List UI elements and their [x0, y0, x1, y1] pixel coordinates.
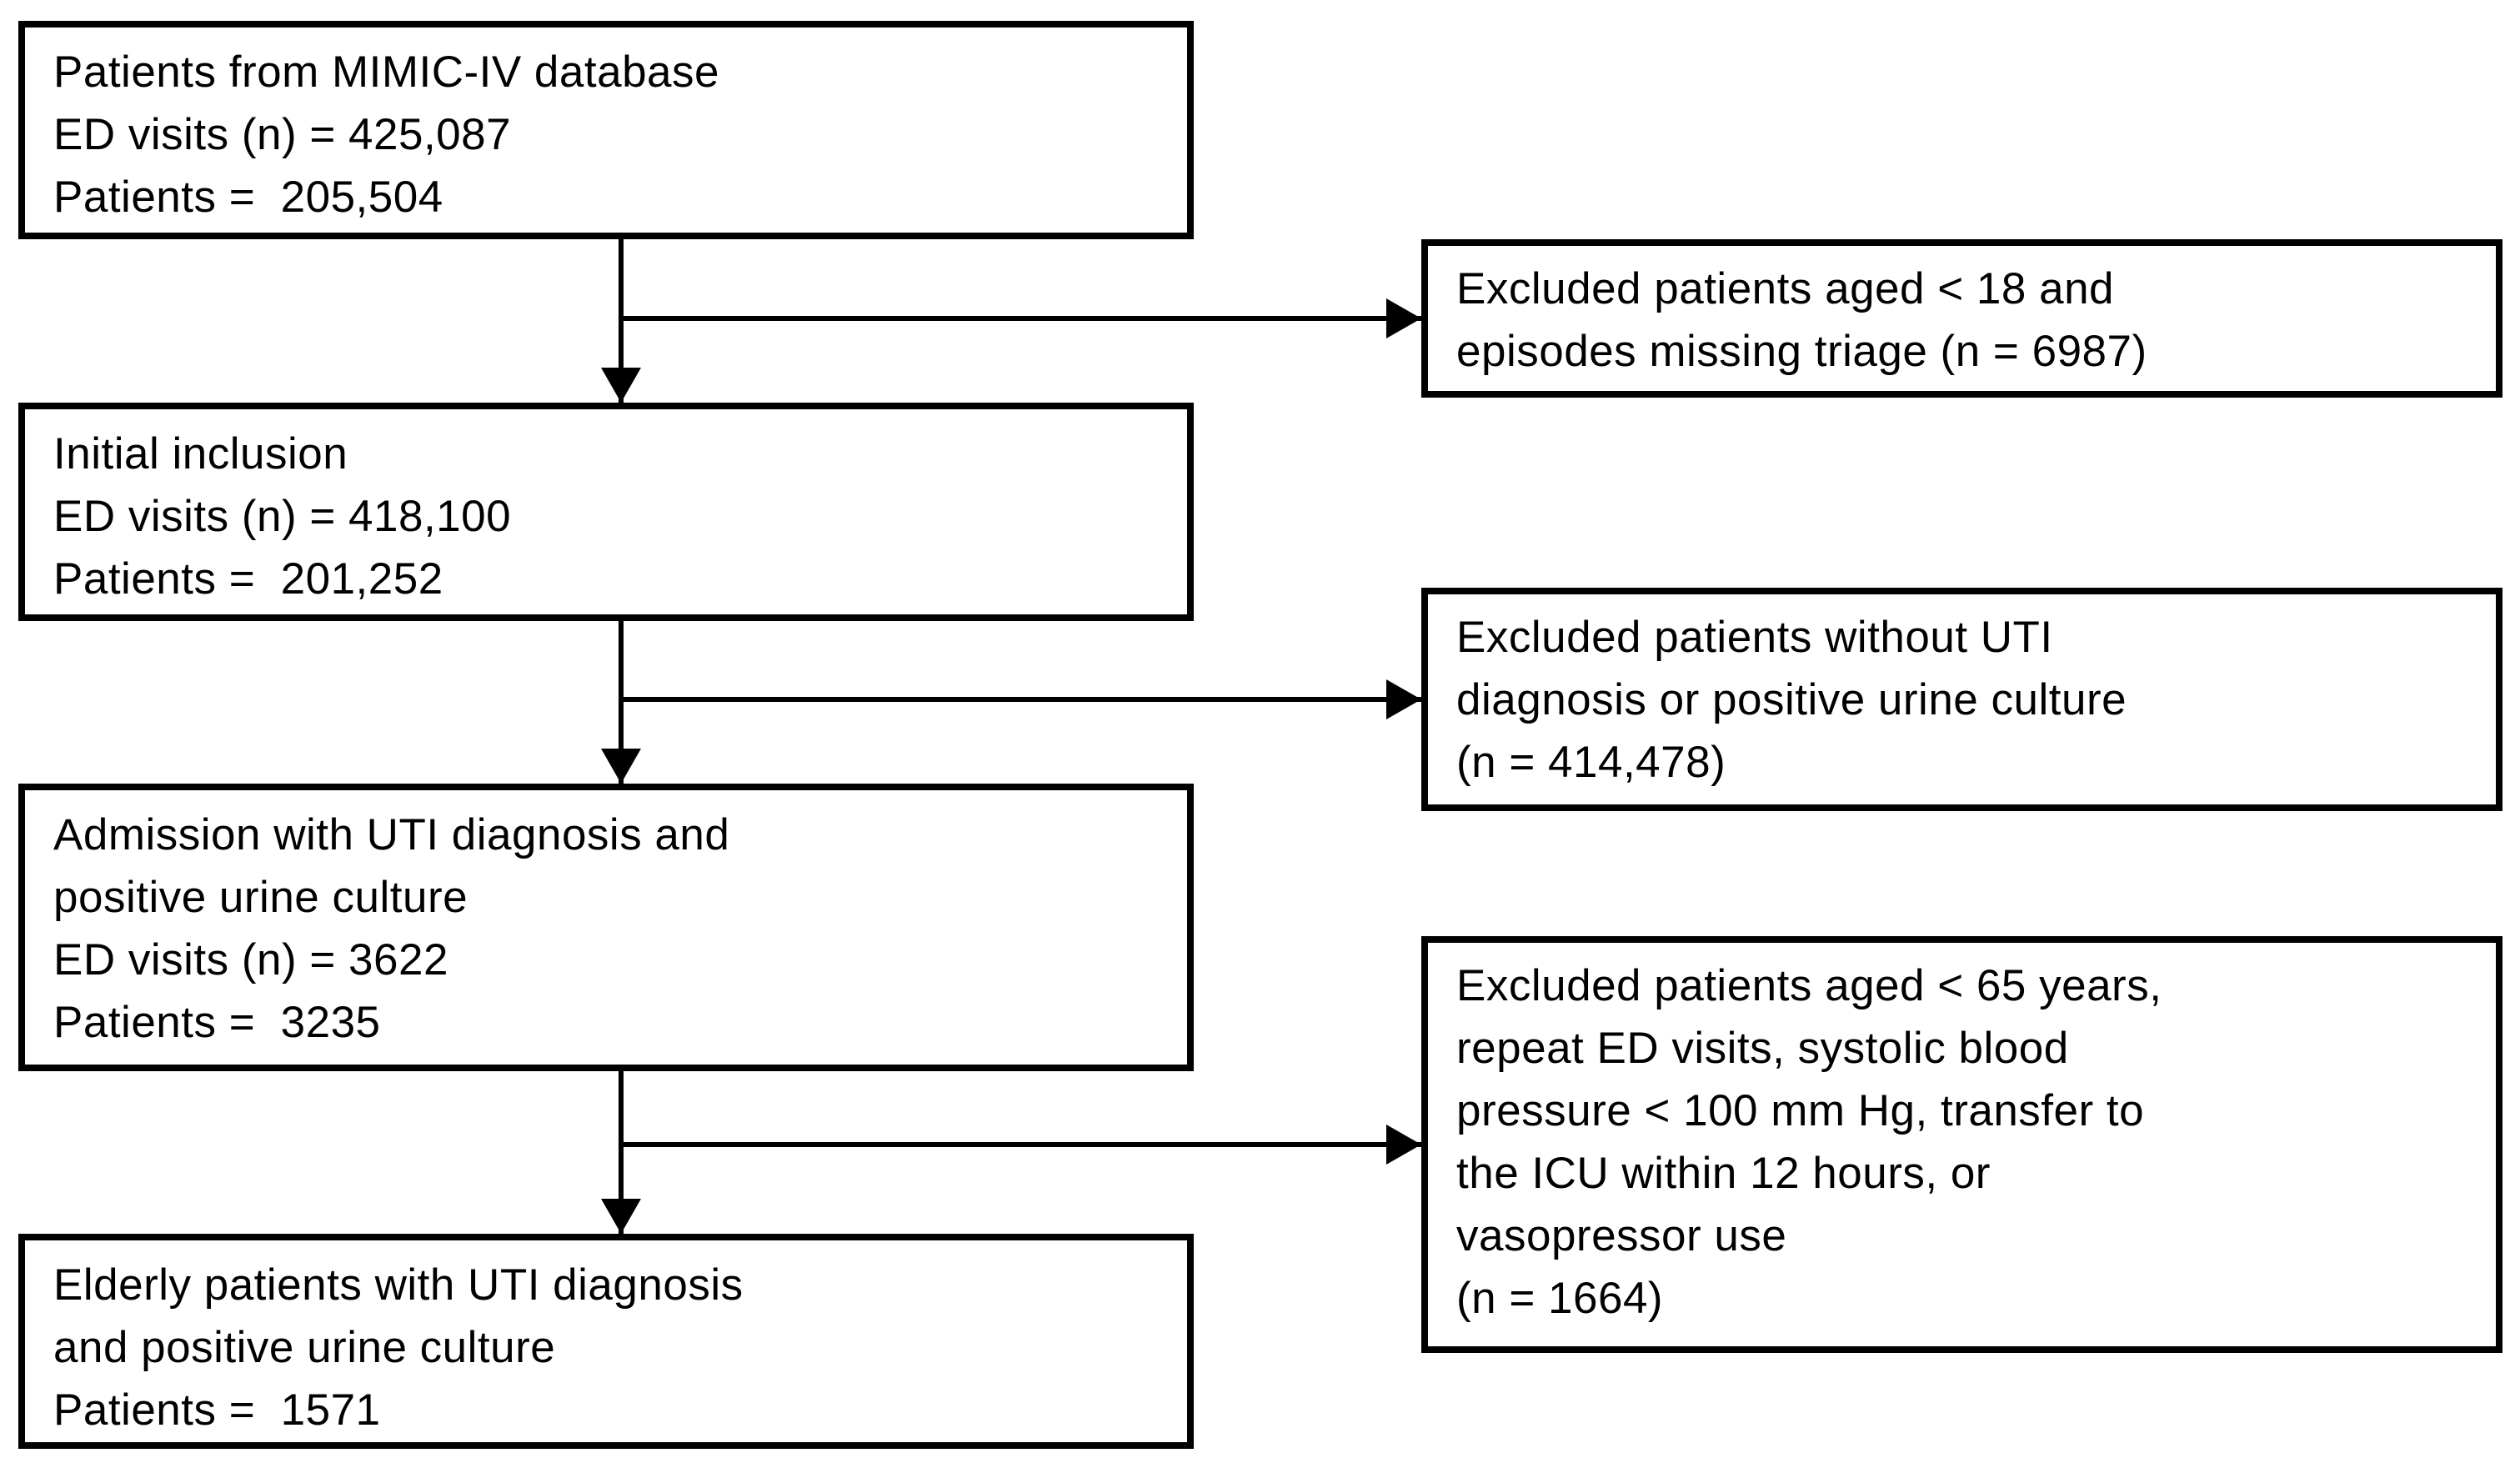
flow-box-excluded-no-uti: Excluded patients without UTI diagnosis o…: [1421, 588, 2502, 811]
flow-box-excluded-age-triage: Excluded patients aged < 18 and episodes …: [1421, 239, 2502, 398]
flow-box-excluded-elderly-criteria: Excluded patients aged < 65 years, repeat…: [1421, 936, 2502, 1353]
text-line: and positive urine culture: [53, 1323, 556, 1372]
flow-box-initial-inclusion: Initial inclusion ED visits (n) = 418,100…: [18, 403, 1194, 621]
text-line: vasopressor use: [1456, 1211, 1787, 1260]
connector-line-horizontal-1: [619, 316, 1421, 321]
text-line: (n = 1664): [1456, 1274, 1664, 1323]
arrowhead-down-icon: [601, 749, 641, 784]
text-line: Excluded patients aged < 18 and: [1456, 264, 2115, 313]
arrowhead-right-icon: [1386, 1125, 1421, 1165]
arrowhead-right-icon: [1386, 679, 1421, 719]
flow-box-elderly-final: Elderly patients with UTI diagnosis and p…: [18, 1234, 1194, 1449]
connector-line-vertical-1: [619, 239, 624, 403]
text-line: Patients from MIMIC-IV database: [53, 48, 720, 97]
text-line: Initial inclusion: [53, 429, 348, 478]
text-line: Admission with UTI diagnosis and: [53, 810, 730, 859]
flow-box-uti-admission: Admission with UTI diagnosis and positive…: [18, 784, 1194, 1071]
text-line: pressure < 100 mm Hg, transfer to: [1456, 1086, 2145, 1135]
arrowhead-right-icon: [1386, 298, 1421, 338]
connector-line-vertical-2: [619, 621, 624, 784]
text-line: ED visits (n) = 425,087: [53, 110, 512, 159]
connector-line-vertical-3: [619, 1071, 624, 1234]
flow-box-mimic-database: Patients from MIMIC-IV database ED visits…: [18, 21, 1194, 239]
arrowhead-down-icon: [601, 368, 641, 403]
connector-line-horizontal-3: [619, 1142, 1421, 1147]
text-line: the ICU within 12 hours, or: [1456, 1149, 1991, 1198]
text-line: repeat ED visits, systolic blood: [1456, 1024, 2069, 1073]
text-line: Elderly patients with UTI diagnosis: [53, 1260, 744, 1310]
text-line: Patients = 201,252: [53, 554, 443, 604]
text-line: episodes missing triage (n = 6987): [1456, 327, 2147, 376]
text-line: Patients = 1571: [53, 1385, 381, 1435]
arrowhead-down-icon: [601, 1199, 641, 1234]
text-line: Excluded patients without UTI: [1456, 613, 2053, 662]
text-line: (n = 414,478): [1456, 738, 1726, 787]
text-line: positive urine culture: [53, 873, 468, 922]
text-line: Excluded patients aged < 65 years,: [1456, 961, 2162, 1010]
connector-line-horizontal-2: [619, 697, 1421, 702]
text-line: ED visits (n) = 3622: [53, 935, 448, 985]
text-line: diagnosis or positive urine culture: [1456, 675, 2127, 724]
text-line: ED visits (n) = 418,100: [53, 492, 512, 541]
text-line: Patients = 205,504: [53, 173, 443, 222]
text-line: Patients = 3235: [53, 998, 381, 1047]
